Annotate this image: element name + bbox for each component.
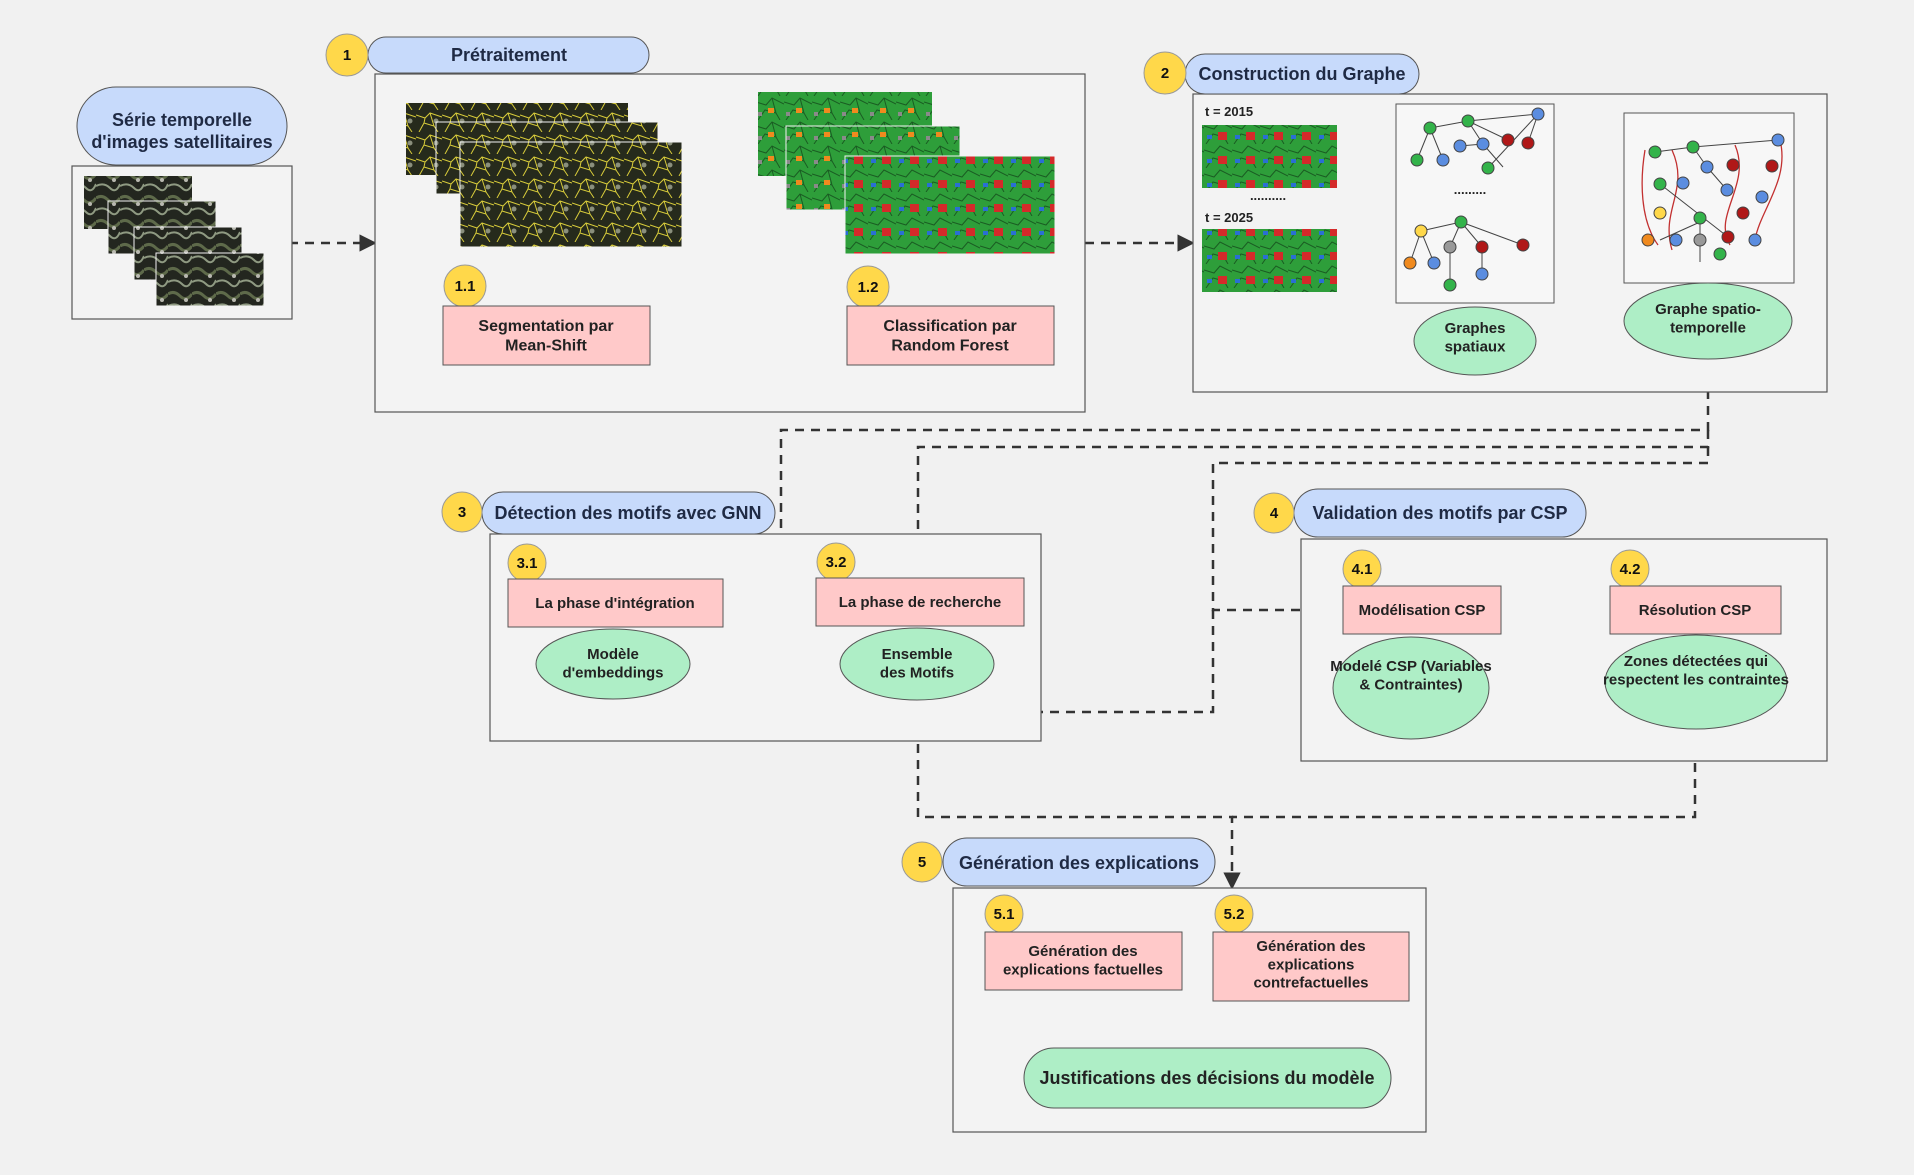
t-2015-label: t = 2015 (1205, 104, 1253, 119)
s11-box (442, 305, 651, 366)
spatiotemporal-graph-ellipse (1623, 282, 1793, 360)
stage2-title: Construction du Graphe (1199, 64, 1406, 84)
motif-set-ellipse (839, 627, 995, 701)
input-title-pill (76, 86, 288, 166)
svg-text:1.2: 1.2 (858, 279, 879, 296)
s42-box (1609, 585, 1782, 635)
s52-box (1212, 931, 1410, 1002)
classified-map-2015 (1202, 125, 1337, 188)
stage5-badge (901, 841, 943, 883)
s31-label: La phase d'intégration (535, 595, 694, 612)
s51-box (984, 931, 1183, 991)
s32-box (815, 577, 1025, 627)
satellite-image-stack (84, 176, 265, 307)
arrow-zones-to-stage5 (1232, 731, 1697, 819)
stage4-title: Validation des motifs par CSP (1312, 503, 1567, 523)
spatiotemporal-graph (1641, 133, 1785, 262)
stage3-gnn-detection: Détection des motifs avec GNN 3 3.1 La p… (441, 491, 1042, 742)
segmented-image-stack (406, 103, 683, 248)
arrow-motifs-to-stage5 (916, 712, 1241, 890)
stage5-title: Génération des explications (959, 853, 1199, 873)
justifications-pill (1023, 1047, 1392, 1109)
csp-model-label: Modelé CSP (Variables& Contraintes) (1330, 658, 1491, 693)
stage1-badge (325, 33, 369, 77)
spatial-graphs-ellipse (1413, 306, 1537, 376)
stage3-badge (441, 491, 483, 533)
spatial-graph-top (1410, 107, 1545, 175)
dots-between-graphs: ......... (1454, 182, 1487, 197)
svg-text:3: 3 (458, 504, 466, 521)
s41-box (1342, 585, 1502, 635)
svg-text:4.1: 4.1 (1352, 561, 1373, 578)
svg-text:3.1: 3.1 (517, 555, 538, 572)
justifications-label: Justifications des décisions du modèle (1039, 1068, 1374, 1088)
svg-text:5.1: 5.1 (994, 906, 1015, 923)
stage5-explanations: Génération des explications 5 5.1 Généra… (901, 837, 1427, 1133)
spatiotemporal-graph-label: Graphe spatio-temporelle (1655, 301, 1761, 336)
svg-text:2: 2 (1161, 65, 1169, 82)
svg-text:4.2: 4.2 (1620, 561, 1641, 578)
t-2025-label: t = 2025 (1205, 210, 1253, 225)
svg-text:5.2: 5.2 (1224, 906, 1245, 923)
stage2-graph-construction: Construction du Graphe 2 t = 2015 ......… (1143, 51, 1828, 393)
stage1-badge-number: 1 (343, 47, 351, 64)
arrow-graph-to-32 (909, 430, 1710, 580)
s12-box (846, 305, 1055, 366)
svg-text:5: 5 (918, 854, 926, 871)
s41-label: Modélisation CSP (1359, 602, 1486, 619)
classified-map-2025 (1202, 229, 1337, 292)
svg-text:1.1: 1.1 (455, 278, 476, 295)
csp-model-ellipse (1332, 636, 1490, 740)
stage4-badge (1253, 492, 1295, 534)
embeddings-model-ellipse (535, 628, 691, 700)
stage2-badge (1143, 51, 1187, 95)
spatial-graph-bottom (1403, 215, 1530, 292)
dots-between-maps: .......... (1250, 188, 1286, 203)
stage4-csp-validation: Validation des motifs par CSP 4 4.1 Modé… (1253, 488, 1828, 762)
arrow-graph-to-31 (607, 358, 1710, 580)
valid-zones-ellipse (1604, 634, 1788, 730)
spatiotemporal-graph-frame (1623, 112, 1795, 284)
classified-image-stack (758, 92, 1056, 255)
spatial-graphs-frame (1395, 103, 1555, 304)
s31-box (507, 578, 724, 628)
svg-text:3.2: 3.2 (826, 554, 847, 571)
stage3-title: Détection des motifs avec GNN (494, 503, 761, 523)
stage5-title-pill (942, 837, 1216, 887)
svg-text:4: 4 (1270, 505, 1279, 522)
s32-label: La phase de recherche (839, 594, 1002, 611)
stage1-title: Prétraitement (451, 45, 567, 65)
s42-label: Résolution CSP (1639, 602, 1752, 619)
